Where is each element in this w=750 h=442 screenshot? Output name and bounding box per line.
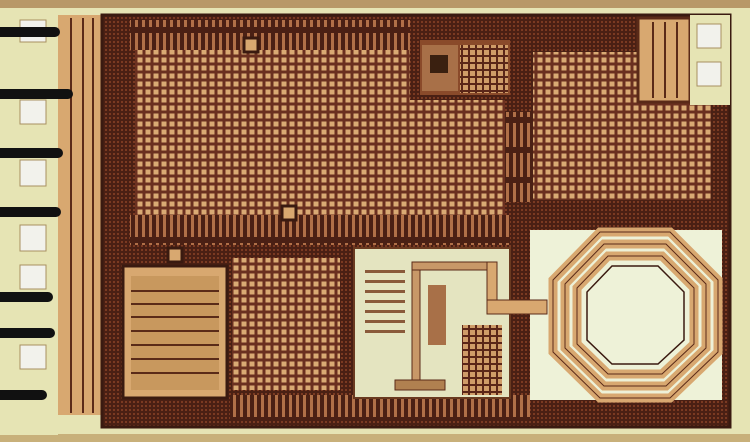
mid-cell-row — [130, 215, 510, 245]
main-decap-grid — [135, 50, 505, 215]
top-right-block — [636, 15, 730, 105]
bond-wires — [0, 27, 73, 400]
via-marker — [280, 204, 298, 222]
bottom-cell-row — [230, 395, 530, 420]
bond-pad — [696, 23, 722, 49]
spiral-inductor — [486, 227, 723, 403]
bond-pad — [696, 61, 722, 87]
via-marker — [242, 36, 260, 54]
top-cell-row — [130, 20, 410, 50]
via-marker — [166, 246, 184, 264]
lower-decap-grid — [232, 258, 340, 390]
left-bus-strip — [58, 15, 102, 415]
bond-pads-left — [0, 10, 58, 435]
analog-circuit-area — [353, 247, 511, 399]
connector-bank — [505, 112, 533, 202]
mim-capacitor — [121, 264, 229, 400]
top-logic-block — [420, 40, 510, 95]
